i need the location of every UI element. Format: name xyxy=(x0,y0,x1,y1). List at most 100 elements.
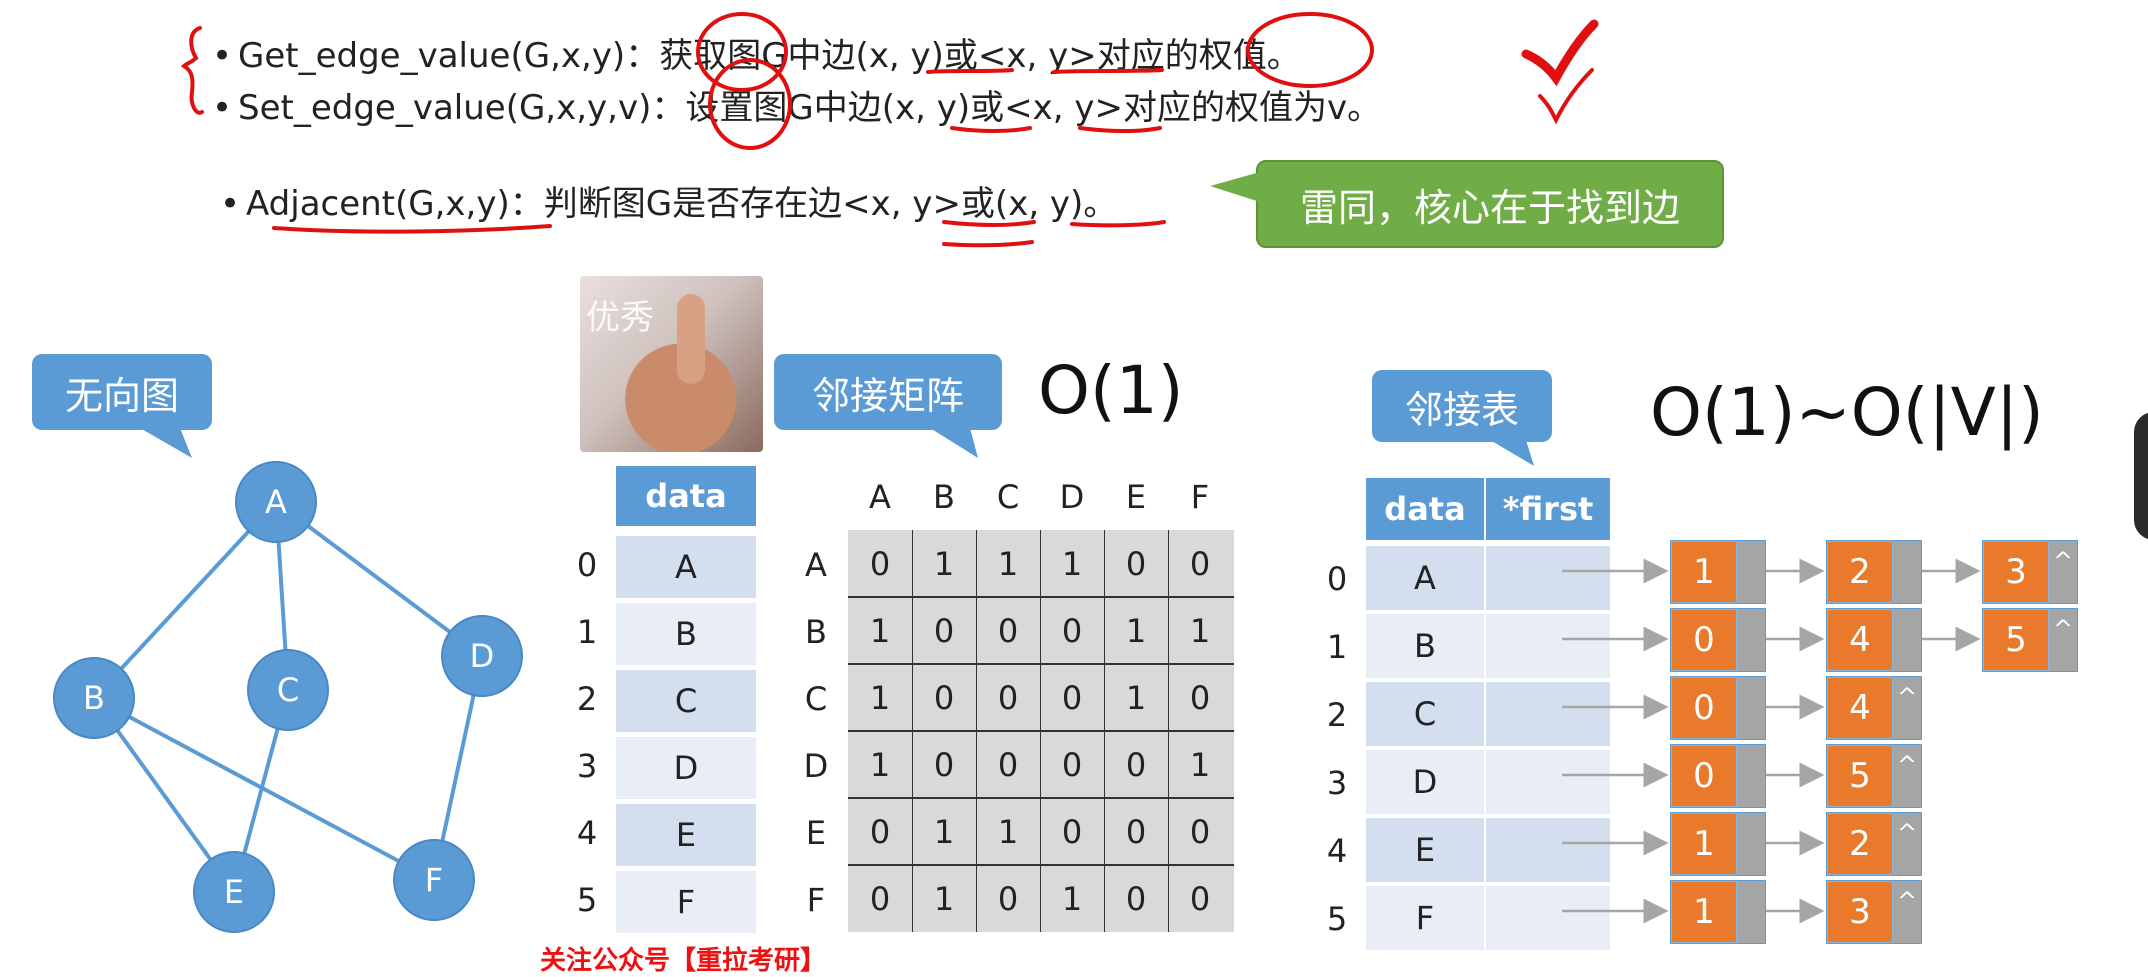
list-node-value: 4 xyxy=(1827,609,1893,671)
matrix-cell: 0 xyxy=(997,611,1019,650)
matrix-cell: 0 xyxy=(869,544,891,583)
list-node: 0 xyxy=(1670,744,1766,808)
list-node: 2 xyxy=(1826,540,1922,604)
matrix-cell: 0 xyxy=(1125,544,1147,583)
list-row-index: 0 xyxy=(1326,560,1348,598)
matrix-data-cell: B xyxy=(616,603,756,665)
vertex-label-A: A xyxy=(265,483,287,521)
list-node-value: 3 xyxy=(1983,541,2049,603)
matrix-cell: 0 xyxy=(1061,678,1083,717)
list-node: 4^ xyxy=(1826,676,1922,740)
callout-matrix-tail xyxy=(930,428,978,458)
vertex-label-C: C xyxy=(277,671,299,709)
list-first-cell xyxy=(1486,614,1610,678)
list-node: 1 xyxy=(1670,540,1766,604)
callout-similar: 雷同，核心在于找到边 xyxy=(1256,160,1724,248)
matrix-col-label: E xyxy=(1125,478,1147,516)
op-name: Set_edge_value(G,x,y,v)： xyxy=(238,88,686,128)
list-node: 3^ xyxy=(1826,880,1922,944)
list-node-pointer: ^ xyxy=(1893,745,1921,807)
matrix-row-label: E xyxy=(805,814,827,852)
list-node-pointer xyxy=(1893,609,1921,671)
matrix-cell: 0 xyxy=(997,678,1019,717)
list-node: 3^ xyxy=(1982,540,2078,604)
callout-matrix: 邻接矩阵 xyxy=(774,354,1002,430)
underline-4 xyxy=(1078,126,1162,133)
matrix-row-label: D xyxy=(803,747,829,785)
vertex-label-B: B xyxy=(83,679,105,717)
matrix-cell: 1 xyxy=(1061,544,1083,583)
list-node: 5^ xyxy=(1982,608,2078,672)
matrix-cell: 0 xyxy=(1189,879,1211,918)
list-data-cell: E xyxy=(1366,818,1484,882)
photo-caption: 优秀 xyxy=(586,298,654,338)
list-node: 2^ xyxy=(1826,812,1922,876)
vertex-label-D: D xyxy=(470,637,495,675)
matrix-cell: 1 xyxy=(997,812,1019,851)
matrix-cell: 0 xyxy=(1189,678,1211,717)
matrix-cell: 1 xyxy=(1189,611,1211,650)
matrix-hline xyxy=(848,864,1234,866)
matrix-row-index: 0 xyxy=(576,546,598,584)
edge-A-D xyxy=(274,500,484,658)
callout-list: 邻接表 xyxy=(1372,370,1552,442)
list-node-pointer: ^ xyxy=(2049,541,2077,603)
op-adjacent: •Adjacent(G,x,y)：判断图G是否存在边<x, y>或(x, y)。 xyxy=(220,176,1117,225)
op-desc: 判断图G是否存在边<x, y>或(x, y)。 xyxy=(543,184,1118,224)
op-set-edge-value: •Set_edge_value(G,x,y,v)：设置图G中边(x, y)或<x… xyxy=(212,80,1381,129)
matrix-hline xyxy=(848,663,1234,665)
list-data-cell: A xyxy=(1366,546,1484,610)
edge-A-B xyxy=(92,500,278,700)
matrix-col-label: B xyxy=(933,478,955,516)
vertex-label-F: F xyxy=(425,861,443,899)
circle-get xyxy=(696,12,788,92)
matrix-cell: 1 xyxy=(869,678,891,717)
matrix-cell: 1 xyxy=(1061,879,1083,918)
list-row-index: 4 xyxy=(1326,832,1348,870)
circle-set xyxy=(708,58,792,150)
list-node-pointer: ^ xyxy=(1893,813,1921,875)
matrix-hline xyxy=(848,797,1234,799)
op-name: Adjacent(G,x,y)： xyxy=(246,184,544,224)
vertex-label-E: E xyxy=(224,873,244,911)
list-node-value: 0 xyxy=(1671,677,1737,739)
matrix-data-cell: F xyxy=(616,871,756,933)
list-row-index: 5 xyxy=(1326,900,1348,938)
matrix-col-label: A xyxy=(869,478,891,516)
matrix-cell: 1 xyxy=(933,812,955,851)
list-node: 0 xyxy=(1670,676,1766,740)
list-node-pointer xyxy=(1737,609,1765,671)
list-node-pointer xyxy=(1737,677,1765,739)
callout-undirected: 无向图 xyxy=(32,354,212,430)
list-first-cell xyxy=(1486,886,1610,950)
matrix-cell: 0 xyxy=(997,745,1019,784)
matrix-hline xyxy=(848,596,1234,598)
list-first-header: *first xyxy=(1486,478,1610,540)
matrix-cell: 0 xyxy=(1189,812,1211,851)
matrix-row-index: 4 xyxy=(576,814,598,852)
matrix-row-label: A xyxy=(805,546,827,584)
side-handle[interactable] xyxy=(2134,412,2148,540)
matrix-cell: 0 xyxy=(933,678,955,717)
list-node-value: 4 xyxy=(1827,677,1893,739)
matrix-cell: 0 xyxy=(869,879,891,918)
callout-similar-tail xyxy=(1210,172,1260,202)
list-node: 0 xyxy=(1670,608,1766,672)
matrix-col-label: F xyxy=(1190,478,1210,516)
list-node-value: 3 xyxy=(1827,881,1893,943)
matrix-cell: 1 xyxy=(933,879,955,918)
list-node-value: 2 xyxy=(1827,541,1893,603)
vertex-C xyxy=(247,649,329,731)
matrix-row-index: 1 xyxy=(576,613,598,651)
op-name: Get_edge_value(G,x,y)： xyxy=(238,36,660,76)
callout-similar-text: 雷同，核心在于找到边 xyxy=(1299,185,1680,230)
matrix-cell: 1 xyxy=(1189,745,1211,784)
check-mark-1 xyxy=(1521,19,1599,87)
list-data-header: data xyxy=(1366,478,1484,540)
matrix-cell: 0 xyxy=(1125,812,1147,851)
list-data-cell: D xyxy=(1366,750,1484,814)
thumbs-up-photo: 优秀 xyxy=(580,276,763,452)
list-data-cell: F xyxy=(1366,886,1484,950)
matrix-cell: 1 xyxy=(1125,678,1147,717)
